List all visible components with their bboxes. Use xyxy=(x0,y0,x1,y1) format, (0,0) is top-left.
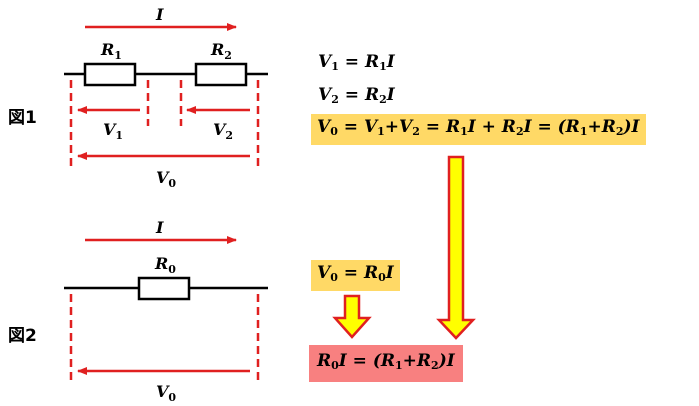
fig1-resistor1 xyxy=(83,62,137,87)
fig2-r0-label: R0 xyxy=(154,254,176,276)
fig1-r2-label: R2 xyxy=(210,40,232,62)
fig1-v1-label: V1 xyxy=(103,120,123,142)
fig1-current-label: I xyxy=(155,5,164,24)
fig2-resistor0 xyxy=(137,276,191,301)
equation-v2: V2 = R2I xyxy=(318,85,395,106)
fig1-v0-label: V0 xyxy=(156,168,176,190)
block-arrow-large xyxy=(436,155,476,340)
figure1-label: 図1 xyxy=(8,108,37,128)
equation-v1: V1 = R1I xyxy=(318,52,395,73)
equation-v0-series: V0 = V1+V2 = R1I + R2I = (R1+R2)I xyxy=(311,114,646,145)
fig1-r1-label: R1 xyxy=(100,40,122,62)
fig1-resistor2 xyxy=(194,62,248,87)
block-arrow-small xyxy=(332,294,372,339)
fig2-current-label: I xyxy=(155,218,164,237)
figure2-label: 図2 xyxy=(8,326,37,346)
fig2-v0-label: V0 xyxy=(156,382,176,404)
fig1-v2-label: V2 xyxy=(213,120,233,142)
equation-v0-single: V0 = R0I xyxy=(311,260,400,291)
equation-result: R0I = (R1+R2)I xyxy=(309,345,463,382)
